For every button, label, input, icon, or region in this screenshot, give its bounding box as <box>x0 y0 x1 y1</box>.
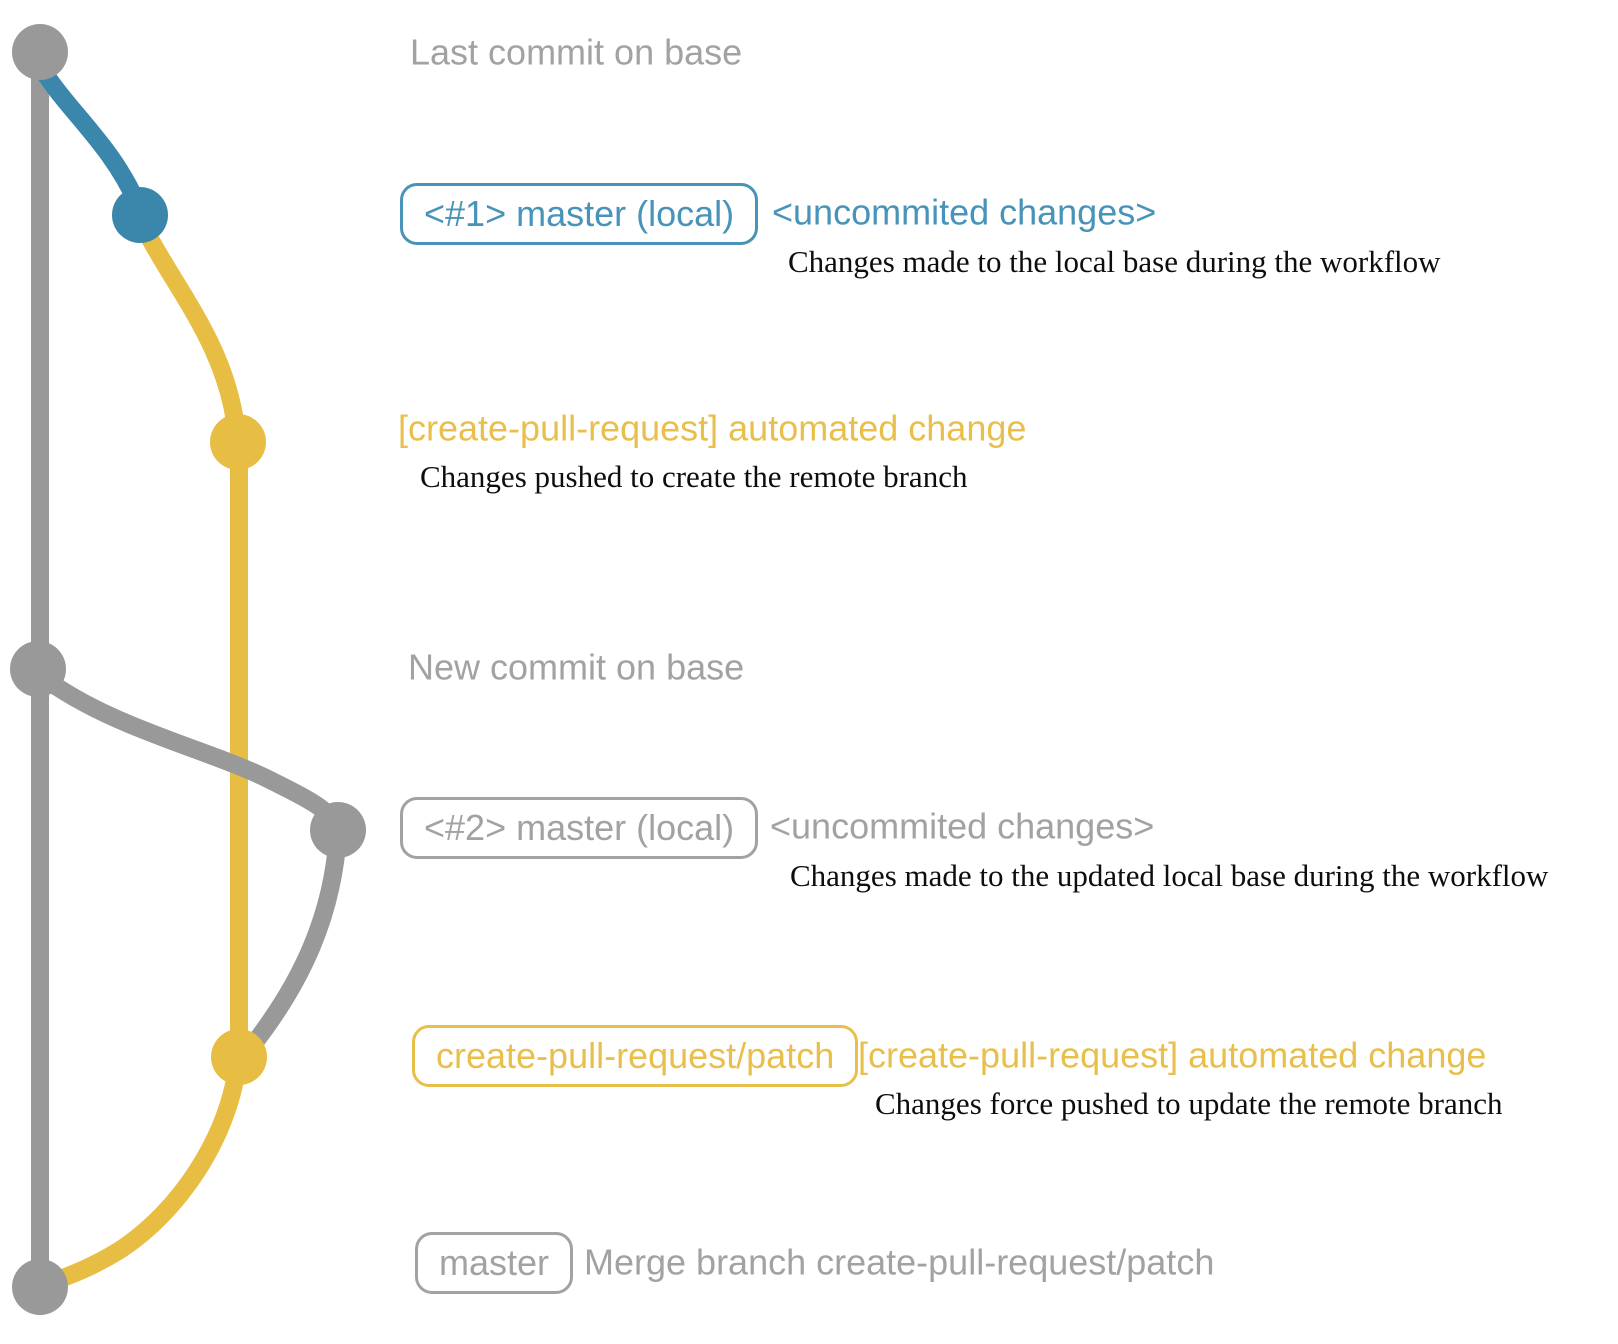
commit-message-automated-2: [create-pull-request] automated change <box>858 1034 1487 1076</box>
merge-message-label: Merge branch create-pull-request/patch <box>584 1241 1215 1283</box>
new-commit-label: New commit on base <box>408 646 745 688</box>
commit-message-uncommitted-2: <uncommited changes> <box>770 805 1155 847</box>
patch-branch-merge-curve <box>35 1053 247 1294</box>
commit-dot-local-2 <box>310 802 366 858</box>
ref-box-master-local-1: <#1> master (local) <box>400 183 759 245</box>
description-local-changes-2: Changes made to the updated local base d… <box>790 857 1549 893</box>
commit-dot-last-base <box>12 24 68 80</box>
description-force-push: Changes force pushed to update the remot… <box>875 1085 1503 1121</box>
commit-dot-patch-1 <box>210 414 266 470</box>
commit-dot-new-base <box>10 641 66 697</box>
commit-message-automated-1: [create-pull-request] automated change <box>398 407 1027 449</box>
ref-box-master-local-2: <#2> master (local) <box>400 797 759 859</box>
commit-dot-patch-2 <box>211 1029 267 1085</box>
local-commit-curve <box>30 55 146 212</box>
commit-message-uncommitted-1: <uncommited changes> <box>772 191 1157 233</box>
description-local-changes-1: Changes made to the local base during th… <box>788 243 1441 279</box>
commit-dot-local-1 <box>112 187 168 243</box>
last-commit-label: Last commit on base <box>410 31 743 73</box>
base-update-curve <box>31 666 346 836</box>
ref-box-master: master <box>415 1232 574 1294</box>
base-return-curve <box>243 824 347 1055</box>
description-push-create: Changes pushed to create the remote bran… <box>420 458 968 494</box>
ref-box-patch-branch: create-pull-request/patch <box>412 1025 859 1087</box>
commit-dot-merge <box>12 1259 68 1315</box>
patch-branch-top-curve <box>132 213 246 445</box>
